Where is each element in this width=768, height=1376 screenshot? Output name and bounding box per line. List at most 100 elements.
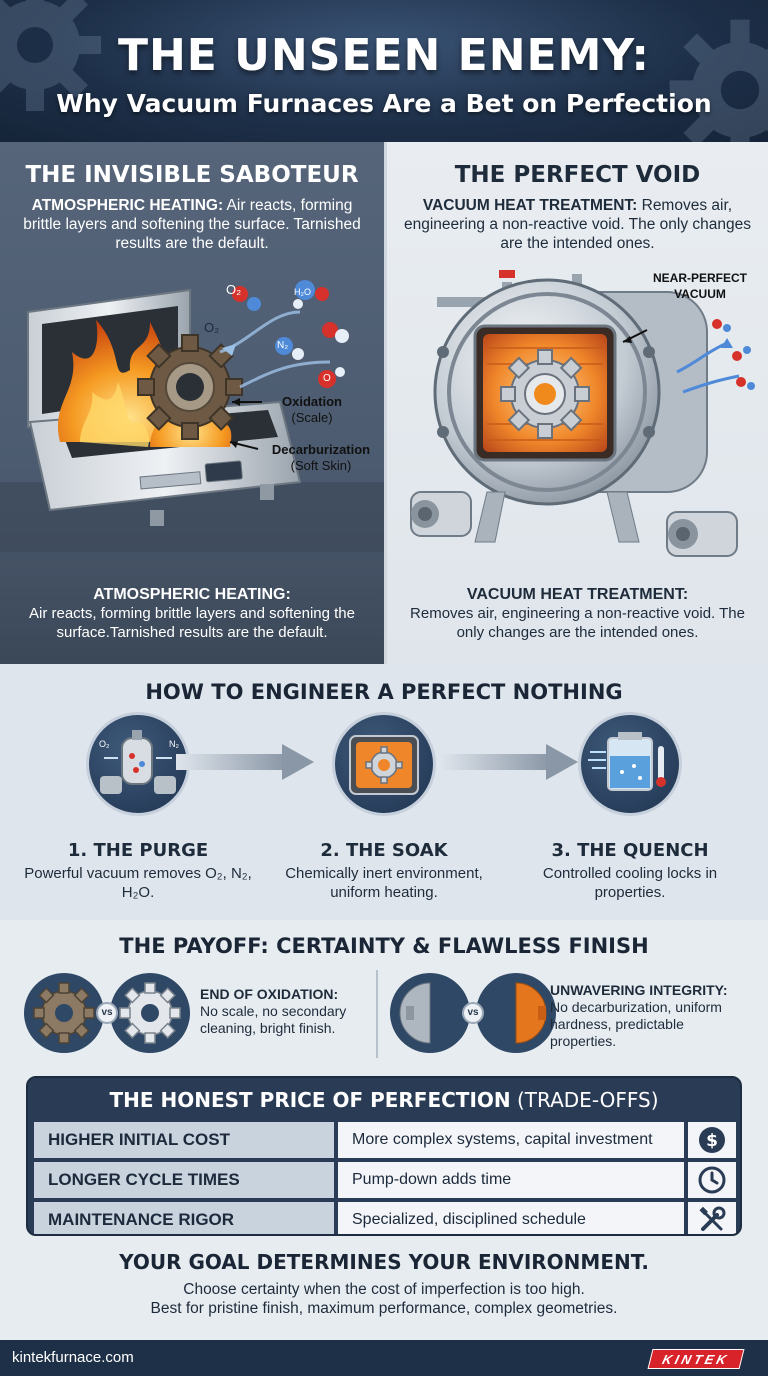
header: THE UNSEEN ENEMY: Why Vacuum Furnaces Ar… (0, 0, 768, 142)
tradeoff-desc: Pump-down adds time (338, 1162, 684, 1198)
vacuum-panel-footer: VACUUM HEAT TREATMENT: Removes air, engi… (387, 585, 768, 642)
vacuum-desc-text: Removes air, engineering a non-reactive … (404, 197, 751, 252)
tradeoff-desc: More complex systems, capital investment (338, 1122, 684, 1158)
step-soak-name: 2. THE SOAK (320, 840, 448, 861)
table-row: MAINTENANCE RIGOR Specialized, disciplin… (34, 1202, 736, 1234)
arrow-right-icon-2 (440, 744, 578, 780)
tradeoff-name: LONGER CYCLE TIMES (34, 1162, 334, 1198)
oxygen-atom-icon (318, 367, 345, 388)
gear-decoration-left-icon (0, 0, 101, 111)
near-perfect-vacuum-label: NEAR-PERFECT VACUUM (645, 270, 755, 302)
steps-section-title: HOW TO ENGINEER A PERFECT NOTHING (145, 680, 623, 704)
tools-icon (688, 1202, 736, 1234)
svg-text:$: $ (706, 1131, 718, 1151)
gear-decoration-right-icon (669, 19, 768, 142)
payoff-oxidation-desc: No scale, no secondary cleaning, bright … (200, 1003, 347, 1036)
tradeoffs-table: THE HONEST PRICE OF PERFECTION (TRADE-OF… (26, 1076, 742, 1236)
payoff-oxidation-title: END OF OXIDATION: (200, 986, 339, 1002)
purge-label-o2: O₂ (99, 739, 110, 749)
decarburization-label-title: Decarburization (271, 442, 371, 457)
payoff-integrity: UNWAVERING INTEGRITY: No decarburization… (550, 982, 750, 1050)
page-subtitle: Why Vacuum Furnaces Are a Bet on Perfect… (56, 89, 712, 118)
payoff-divider (376, 970, 378, 1058)
purge-label-n2: N₂ (169, 739, 179, 749)
step-soak-desc: Chemically inert environment, uniform he… (285, 865, 483, 901)
arrow-right-icon (176, 744, 314, 780)
step-purge-desc: Powerful vacuum removes O₂, N₂, H₂O. (24, 865, 252, 901)
dollar-icon: $ (688, 1122, 736, 1158)
scaled-gear-icon (137, 334, 243, 440)
molecule-label-h2o: H₂O (294, 287, 311, 297)
payoff-title: THE PAYOFF: CERTAINTY & FLAWLESS FINISH (119, 934, 649, 958)
oxygen-molecule-icon-2 (322, 322, 349, 343)
clean-gear-icon (500, 349, 590, 439)
atmospheric-panel: THE INVISIBLE SABOTEUR ATMOSPHERIC HEATI… (0, 142, 384, 664)
vacuum-label-line2: VACUUM (674, 287, 726, 301)
atmospheric-panel-description: ATMOSPHERIC HEATING: Air reacts, forming… (14, 196, 370, 253)
heated-gear-icon (332, 712, 436, 816)
payoff-oxidation: END OF OXIDATION: No scale, no secondary… (200, 986, 370, 1037)
vacuum-pump-icon: O₂ N₂ (86, 712, 190, 816)
goal-section: YOUR GOAL DETERMINES YOUR ENVIRONMENT. C… (0, 1236, 768, 1340)
decarburization-label-sub: (Soft Skin) (290, 458, 352, 473)
atmospheric-panel-title: THE INVISIBLE SABOTEUR (25, 162, 359, 188)
tradeoff-desc: Specialized, disciplined schedule (338, 1202, 684, 1234)
vacuum-furnace-illustration (410, 270, 755, 557)
oxidation-label-title: Oxidation (282, 394, 342, 409)
atmospheric-desc-bold: ATMOSPHERIC HEATING: (31, 197, 224, 214)
vacuum-panel: THE PERFECT VOID VACUUM HEAT TREATMENT: … (384, 142, 768, 664)
payoff-section: THE PAYOFF: CERTAINTY & FLAWLESS FINISH … (0, 920, 768, 1076)
clock-icon (688, 1162, 736, 1198)
vs-badge: vs (96, 1002, 118, 1024)
tradeoffs-title-main: THE HONEST PRICE OF PERFECTION (109, 1088, 511, 1112)
kintek-logo: KINTEK (647, 1349, 745, 1369)
quench-tank-icon (578, 712, 682, 816)
atmospheric-furnace-illustration (0, 280, 384, 552)
process-steps-section: HOW TO ENGINEER A PERFECT NOTHING O₂ N₂ … (0, 664, 768, 920)
vacuum-pump-left-icon (410, 491, 472, 537)
step-purge-name: 1. THE PURGE (67, 840, 209, 861)
vacuum-footer-title: VACUUM HEAT TREATMENT: (466, 586, 689, 603)
vacuum-panel-description: VACUUM HEAT TREATMENT: Removes air, engi… (401, 196, 754, 253)
website-link[interactable]: kintekfurnace.com (12, 1349, 134, 1366)
tradeoff-name: HIGHER INITIAL COST (34, 1122, 334, 1158)
vacuum-desc-bold: VACUUM HEAT TREATMENT: (422, 197, 638, 214)
goal-title: YOUR GOAL DETERMINES YOUR ENVIRONMENT. (119, 1250, 649, 1274)
decarburization-label: Decarburization (Soft Skin) (262, 442, 380, 474)
nitrogen-molecule-icon (275, 337, 304, 360)
goal-line-2: Best for pristine finish, maximum perfor… (150, 1300, 618, 1317)
step-quench: 3. THE QUENCH Controlled cooling locks i… (515, 712, 745, 902)
oxidation-label-sub: (Scale) (291, 410, 333, 425)
page-title: THE UNSEEN ENEMY: (117, 30, 651, 81)
tradeoff-name: MAINTENANCE RIGOR (34, 1202, 334, 1234)
table-row: LONGER CYCLE TIMES Pump-down adds time (34, 1162, 736, 1198)
tradeoffs-title: THE HONEST PRICE OF PERFECTION (TRADE-OF… (28, 1078, 740, 1122)
molecule-label-n2: N₂ (277, 340, 289, 351)
oxygen-molecule-icon (232, 286, 261, 311)
step-purge: O₂ N₂ 1. THE PURGE Powerful vacuum remov… (23, 712, 253, 902)
vacuum-footer-text: Removes air, engineering a non-reactive … (410, 605, 745, 641)
integrity-comparison-icon (390, 973, 556, 1053)
oxidation-label: Oxidation (Scale) (262, 394, 362, 426)
atmospheric-panel-footer: ATMOSPHERIC HEATING: Air reacts, forming… (0, 585, 384, 642)
molecule-label-o2-top: O₂ (226, 282, 242, 297)
vacuum-panel-title: THE PERFECT VOID (454, 162, 701, 188)
tradeoffs-title-suffix: (TRADE-OFFS) (510, 1088, 659, 1112)
oxidation-comparison-icon (24, 973, 190, 1053)
atmospheric-footer-title: ATMOSPHERIC HEATING: (93, 586, 291, 603)
step-quench-name: 3. THE QUENCH (551, 840, 709, 861)
goal-line-1: Choose certainty when the cost of imperf… (183, 1281, 585, 1298)
molecule-label-o: O (323, 373, 331, 384)
step-soak: 2. THE SOAK Chemically inert environment… (269, 712, 499, 902)
water-molecule-icon (293, 280, 329, 309)
payoff-integrity-title: UNWAVERING INTEGRITY: (550, 982, 728, 998)
atmospheric-desc-text: Air reacts, forming brittle layers and s… (23, 197, 361, 252)
payoff-integrity-desc: No decarburization, uniform hardness, pr… (550, 999, 722, 1049)
vacuum-label-line1: NEAR-PERFECT (652, 271, 747, 285)
vacuum-pump-right-icon (666, 511, 738, 557)
footer: kintekfurnace.com KINTEK (0, 1340, 768, 1376)
atmospheric-footer-text: Air reacts, forming brittle layers and s… (29, 605, 355, 641)
step-quench-desc: Controlled cooling locks in properties. (542, 865, 718, 901)
molecule-label-o2: O₂ (204, 320, 220, 335)
table-row: HIGHER INITIAL COST More complex systems… (34, 1122, 736, 1158)
